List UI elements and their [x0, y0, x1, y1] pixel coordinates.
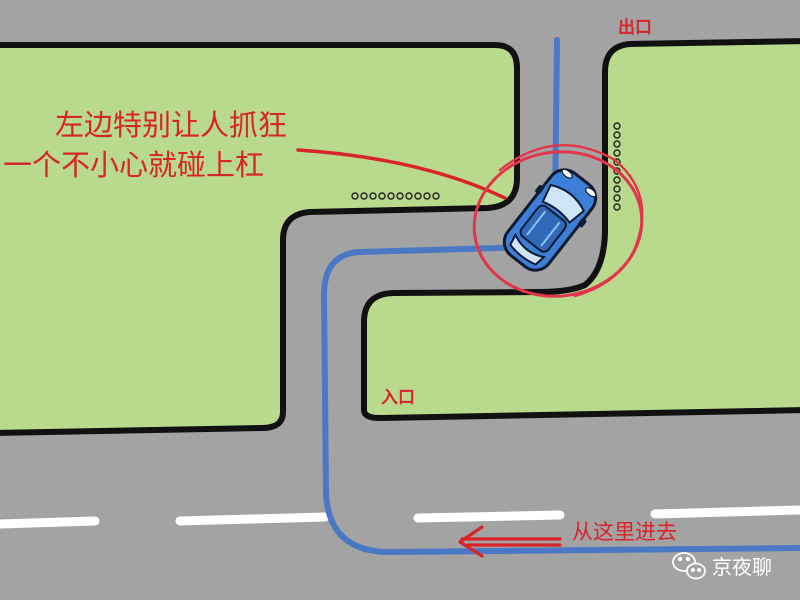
lane-mark-3 [413, 510, 565, 523]
lane-mark-2 [175, 512, 330, 526]
enter-here-label: 从这里进去 [572, 520, 677, 544]
annotation-pointer [296, 148, 507, 200]
car-icon [502, 168, 598, 272]
warning-line-1: 左边特别让人抓狂 [55, 108, 287, 142]
wechat-icon [672, 552, 706, 580]
entrance-label: 入口 [381, 388, 415, 408]
highlight-circle [472, 144, 644, 298]
warning-line-2: 一个不小心就碰上杠 [3, 148, 264, 182]
left-grass-block [0, 42, 520, 436]
watermark: 京夜聊 [672, 552, 772, 580]
bollards-vertical [613, 122, 621, 211]
lane-markings [0, 505, 800, 529]
watermark-text: 京夜聊 [712, 555, 772, 579]
lane-mark-4 [650, 505, 800, 519]
enter-arrow [458, 525, 562, 558]
right-grass-block [361, 38, 800, 421]
exit-label: 出口 [618, 17, 652, 38]
bollards-horizontal [351, 192, 440, 200]
lane-mark-1 [0, 516, 100, 529]
